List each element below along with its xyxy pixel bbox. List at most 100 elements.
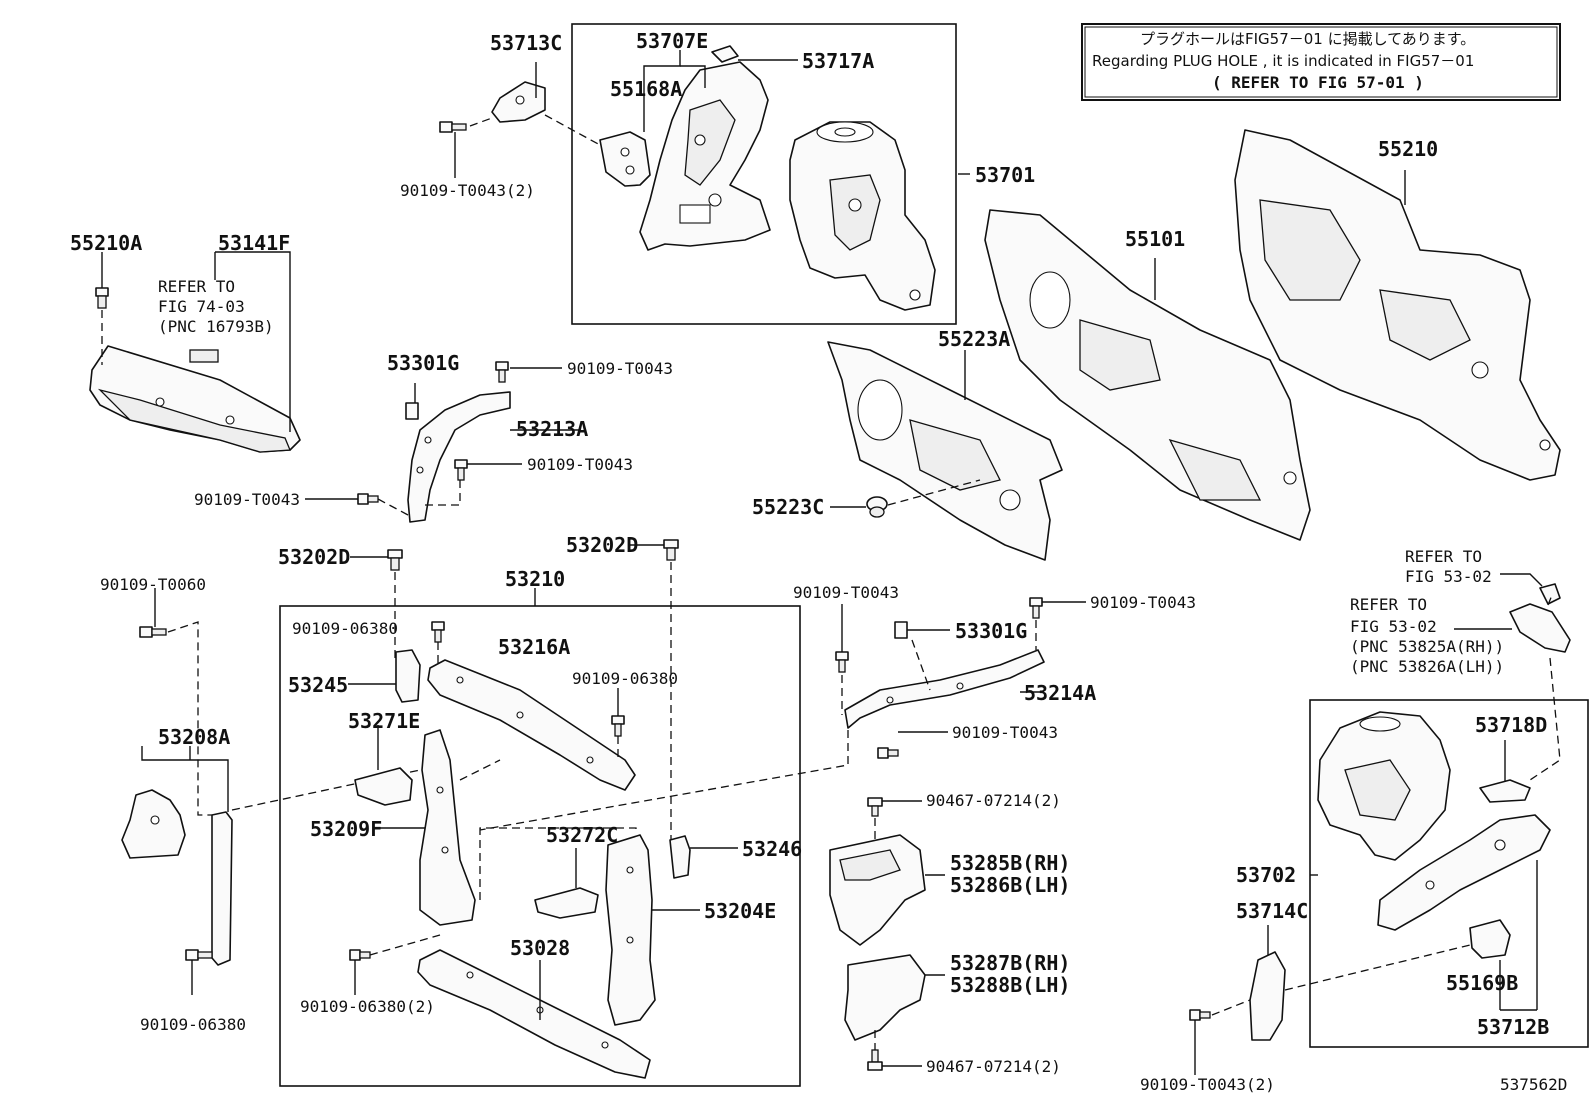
label-90109-t0043-d: 90109-T0043 <box>793 583 899 602</box>
part-53209f[interactable] <box>419 729 476 926</box>
label-53210: 53210 <box>505 567 565 591</box>
part-53214a[interactable] <box>844 649 1045 729</box>
label-90109-t0043-e: 90109-T0043 <box>1090 593 1196 612</box>
part-53208a-bracket[interactable] <box>121 789 186 859</box>
refer-box-fig-74-03: REFER TO FIG 74-03 (PNC 16793B) <box>158 277 274 336</box>
label-53286b: 53286B(LH) <box>950 873 1070 897</box>
label-53245: 53245 <box>288 673 348 697</box>
note-line-1: プラグホールはFIG57－01 に掲載してあります。 <box>1140 30 1475 48</box>
refer-3-line-4: (PNC 53826A(LH)) <box>1350 657 1504 676</box>
label-55210: 55210 <box>1378 137 1438 161</box>
part-53287b-53288b[interactable] <box>844 954 926 1041</box>
label-53271e: 53271E <box>348 709 420 733</box>
label-53213a: 53213A <box>516 417 588 441</box>
label-53701: 53701 <box>975 163 1035 187</box>
label-53712b: 53712B <box>1477 1015 1549 1039</box>
group-box-53702 <box>1309 699 1589 1048</box>
group-box-53701 <box>571 23 957 325</box>
part-53301g-left[interactable] <box>405 402 419 420</box>
label-53204e: 53204E <box>704 899 776 923</box>
bolt-90109-t0043-d[interactable] <box>835 651 849 673</box>
part-55169b[interactable] <box>1469 919 1511 959</box>
bolt-90109-06380-2[interactable] <box>349 949 371 961</box>
bolt-90109-t0060[interactable] <box>139 626 167 638</box>
label-90109-06380-c: 90109-06380 <box>140 1015 246 1034</box>
bolt-90109-06380-center-a[interactable] <box>431 621 445 643</box>
bolt-90109-06380-left[interactable] <box>185 949 213 961</box>
part-55223a[interactable] <box>827 341 1063 561</box>
label-53028: 53028 <box>510 936 570 960</box>
label-90109-t0043-f: 90109-T0043 <box>952 723 1058 742</box>
part-53141f[interactable] <box>89 345 301 453</box>
bolt-53202d-left[interactable] <box>387 549 403 571</box>
part-53713c[interactable] <box>491 81 546 123</box>
bolt-90109-t0043-a[interactable] <box>495 361 509 383</box>
part-53712b-apron[interactable] <box>1377 814 1551 931</box>
part-55168a[interactable] <box>599 131 651 187</box>
part-53213a[interactable] <box>407 391 511 523</box>
note-line-2: Regarding PLUG HOLE , it is indicated in… <box>1092 52 1474 70</box>
refer-box-fig-53-02-a: REFER TO FIG 53-02 <box>1405 547 1492 586</box>
refer-2-line-1: REFER TO <box>1405 547 1482 566</box>
figure-id: 537562D <box>1500 1075 1567 1094</box>
label-55223c: 55223C <box>752 495 824 519</box>
label-90467-07214-top: 90467-07214(2) <box>926 791 1061 810</box>
part-53272c[interactable] <box>534 887 599 919</box>
refer-3-line-3: (PNC 53825A(RH)) <box>1350 637 1504 656</box>
plug-hole-note: プラグホールはFIG57－01 に掲載してあります。 Regarding PLU… <box>1081 23 1561 101</box>
label-55169b: 55169B <box>1446 971 1518 995</box>
refer-3-line-1: REFER TO <box>1350 595 1427 614</box>
bolt-53202d-right[interactable] <box>663 539 679 561</box>
bolt-90109-t0043-2-top[interactable] <box>439 121 467 133</box>
part-53718d[interactable] <box>1479 779 1531 803</box>
label-53214a: 53214A <box>1024 681 1096 705</box>
part-53204e[interactable] <box>605 834 656 1026</box>
label-55223a: 55223A <box>938 327 1010 351</box>
part-53701-strut-tower[interactable] <box>789 121 936 311</box>
label-55168a: 55168A <box>610 77 682 101</box>
label-55101: 55101 <box>1125 227 1185 251</box>
part-53246[interactable] <box>669 835 691 879</box>
label-90467-07214-bottom: 90467-07214(2) <box>926 1057 1061 1076</box>
part-53285b-53286b[interactable] <box>829 834 926 946</box>
part-53301g-right[interactable] <box>894 621 908 639</box>
bolt-90109-t0043-2-bottom[interactable] <box>1189 1009 1211 1021</box>
label-53718d: 53718D <box>1475 713 1547 737</box>
clip-90467-07214-bottom[interactable] <box>867 1049 883 1071</box>
part-53208a-rod[interactable] <box>211 811 233 966</box>
part-55101[interactable] <box>984 209 1311 541</box>
label-90109-t0043-b: 90109-T0043 <box>527 455 633 474</box>
label-53301g-right: 53301G <box>955 619 1027 643</box>
part-55210[interactable] <box>1234 129 1561 481</box>
bolt-90109-t0043-e[interactable] <box>1029 597 1043 619</box>
label-53272c: 53272C <box>546 823 618 847</box>
part-refer-53-02-small[interactable] <box>1539 583 1561 605</box>
part-53245[interactable] <box>395 649 421 703</box>
refer-2-line-2: FIG 53-02 <box>1405 567 1492 586</box>
part-53714c[interactable] <box>1249 951 1286 1041</box>
label-53288b: 53288B(LH) <box>950 973 1070 997</box>
label-53141f: 53141F <box>218 231 290 255</box>
label-53209f: 53209F <box>310 817 382 841</box>
part-53717a[interactable] <box>711 45 739 63</box>
bolt-90109-06380-center-b[interactable] <box>611 715 625 737</box>
label-90109-t0043-2-bottom: 90109-T0043(2) <box>1140 1075 1275 1094</box>
grommet-55223c[interactable] <box>866 496 888 518</box>
label-53208a: 53208A <box>158 725 230 749</box>
label-53202d-left: 53202D <box>278 545 350 569</box>
label-90109-06380-2: 90109-06380(2) <box>300 997 435 1016</box>
label-53202d-right: 53202D <box>566 533 638 557</box>
part-53702-strut-tower[interactable] <box>1317 711 1451 861</box>
part-53028[interactable] <box>417 949 651 1079</box>
bolt-90109-t0043-c[interactable] <box>357 493 379 505</box>
bolt-90109-t0043-f[interactable] <box>877 747 899 759</box>
part-53825a-53826a[interactable] <box>1509 603 1571 653</box>
clip-90467-07214-top[interactable] <box>867 797 883 817</box>
label-53713c: 53713C <box>490 31 562 55</box>
part-53216a[interactable] <box>427 659 636 791</box>
part-53271e[interactable] <box>354 767 413 806</box>
part-53707e[interactable] <box>639 61 771 251</box>
bolt-90109-t0043-b[interactable] <box>454 459 468 481</box>
clip-55210a[interactable] <box>95 287 109 309</box>
